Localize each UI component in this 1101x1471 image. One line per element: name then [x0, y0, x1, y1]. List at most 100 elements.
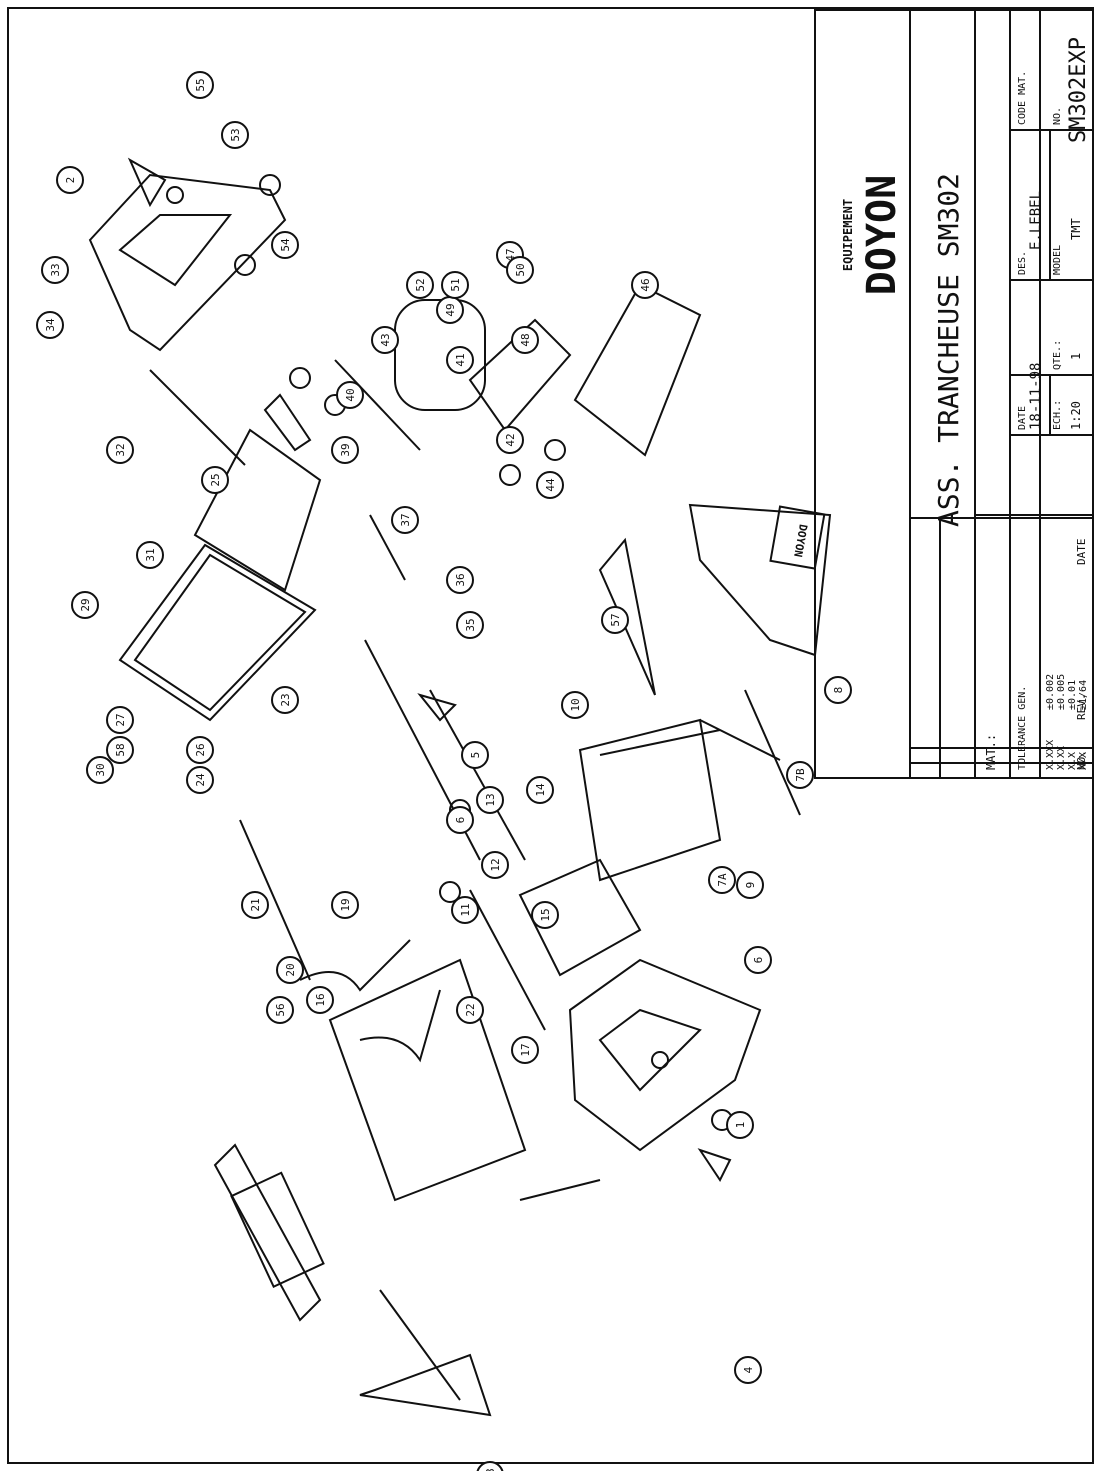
tol-row-4-key: X/X	[1078, 752, 1089, 770]
callout-balloon-16: 16	[306, 986, 334, 1014]
callout-balloon-39: 39	[331, 436, 359, 464]
callout-balloon-23: 23	[271, 686, 299, 714]
callout-balloon-41: 41	[446, 346, 474, 374]
callout-number: 15	[539, 908, 552, 921]
callout-number: 20	[284, 963, 297, 976]
callout-number: 39	[339, 443, 352, 456]
callout-number: 23	[279, 693, 292, 706]
mat-label: MAT.:	[984, 734, 998, 770]
callout-number: 10	[569, 698, 582, 711]
callout-balloon-36: 36	[446, 566, 474, 594]
callout-balloon-26: 26	[186, 736, 214, 764]
callout-number: 53	[229, 128, 242, 141]
callout-number: 6	[752, 957, 765, 964]
callout-number: 8	[832, 687, 845, 694]
rev-date-label: DATE	[1075, 539, 1088, 566]
callout-balloon-32: 32	[106, 436, 134, 464]
callout-balloon-46: 46	[631, 271, 659, 299]
tol-row-2-key: X.XX	[1056, 746, 1067, 770]
callout-number: 21	[249, 898, 262, 911]
model-value: TMT	[1069, 218, 1083, 240]
tol-row-3-val: ±0.01	[1067, 680, 1078, 710]
callout-balloon-40: 40	[336, 381, 364, 409]
callout-number: 31	[144, 548, 157, 561]
callout-balloon-25: 25	[201, 466, 229, 494]
callout-balloon-35: 35	[456, 611, 484, 639]
qte-label: QTE.:	[1052, 340, 1063, 370]
callout-number: 7B	[794, 768, 807, 782]
callout-balloon-19: 19	[331, 891, 359, 919]
callout-number: 55	[194, 78, 207, 91]
drawing-title: ASS. TRANCHEUSE SM302	[932, 173, 965, 527]
callout-balloon-13: 13	[476, 786, 504, 814]
callout-balloon-15: 15	[531, 901, 559, 929]
callout-number: 30	[94, 763, 107, 776]
callout-balloon-29: 29	[71, 591, 99, 619]
callout-balloon-6: 6	[446, 806, 474, 834]
callout-number: 14	[534, 783, 547, 797]
callout-balloon-30: 30	[86, 756, 114, 784]
callout-number: 5	[469, 752, 482, 759]
callout-balloons: 1245667A7B891011121314151617181920212223…	[36, 71, 852, 1471]
model-label: MODEL	[1052, 245, 1063, 275]
callout-number: 43	[379, 333, 392, 346]
ech-value: 1:20	[1069, 401, 1083, 430]
callout-balloon-51: 51	[441, 271, 469, 299]
callout-number: 22	[464, 1003, 477, 1016]
callout-number: 24	[194, 773, 207, 787]
callout-balloon-55: 55	[186, 71, 214, 99]
callout-number: 37	[399, 513, 412, 526]
callout-balloon-37: 37	[391, 506, 419, 534]
rev-no-label: NO.	[1075, 750, 1088, 770]
callout-balloon-57: 57	[601, 606, 629, 634]
callout-number: 17	[519, 1043, 532, 1056]
callout-number: 25	[209, 473, 222, 486]
callout-number: 26	[194, 743, 207, 756]
callout-balloon-1: 1	[726, 1111, 754, 1139]
callout-balloon-11: 11	[451, 896, 479, 924]
revision-block	[909, 517, 1094, 779]
qte-value: 1	[1069, 353, 1083, 360]
no-label: NO.	[1052, 107, 1063, 125]
callout-number: 29	[79, 598, 92, 611]
date-label: DATE	[1017, 406, 1028, 430]
callout-balloon-10: 10	[561, 691, 589, 719]
callout-number: 16	[314, 993, 327, 1006]
callout-balloon-42: 42	[496, 426, 524, 454]
callout-number: 46	[639, 278, 652, 291]
tol-row-3-key: X.X	[1067, 752, 1078, 770]
callout-number: 57	[609, 613, 622, 626]
callout-number: 6	[454, 817, 467, 824]
des-label: DES.	[1017, 251, 1028, 275]
callout-number: 27	[114, 713, 127, 726]
callout-number: 50	[514, 263, 527, 276]
tol-row-1-key: X.XXX	[1045, 740, 1056, 770]
date-value: 18-11-98	[1028, 363, 1044, 430]
callout-balloon-58: 58	[106, 736, 134, 764]
callout-balloon-6: 6	[744, 946, 772, 974]
callout-number: 51	[449, 278, 462, 291]
callout-number: 41	[454, 353, 467, 366]
callout-balloon-14: 14	[526, 776, 554, 804]
callout-number: 9	[744, 882, 757, 889]
callout-number: 11	[459, 903, 472, 916]
ech-label: ECH.:	[1052, 400, 1063, 430]
callout-number: 12	[489, 858, 502, 871]
callout-balloon-4: 4	[734, 1356, 762, 1384]
company-brand-text: DOYON	[859, 175, 905, 295]
callout-balloon-7A: 7A	[708, 866, 736, 894]
callout-number: 49	[444, 303, 457, 316]
callout-number: 13	[484, 793, 497, 806]
rev-label: REV.	[1075, 694, 1088, 721]
callout-balloon-33: 33	[41, 256, 69, 284]
callout-balloon-54: 54	[271, 231, 299, 259]
callout-balloon-5: 5	[461, 741, 489, 769]
callout-balloon-34: 34	[36, 311, 64, 339]
callout-number: 33	[49, 263, 62, 276]
callout-number: 56	[274, 1003, 287, 1016]
callout-balloon-52: 52	[406, 271, 434, 299]
callout-balloon-24: 24	[186, 766, 214, 794]
callout-balloon-44: 44	[536, 471, 564, 499]
callout-balloon-31: 31	[136, 541, 164, 569]
callout-number: 18	[484, 1468, 497, 1471]
